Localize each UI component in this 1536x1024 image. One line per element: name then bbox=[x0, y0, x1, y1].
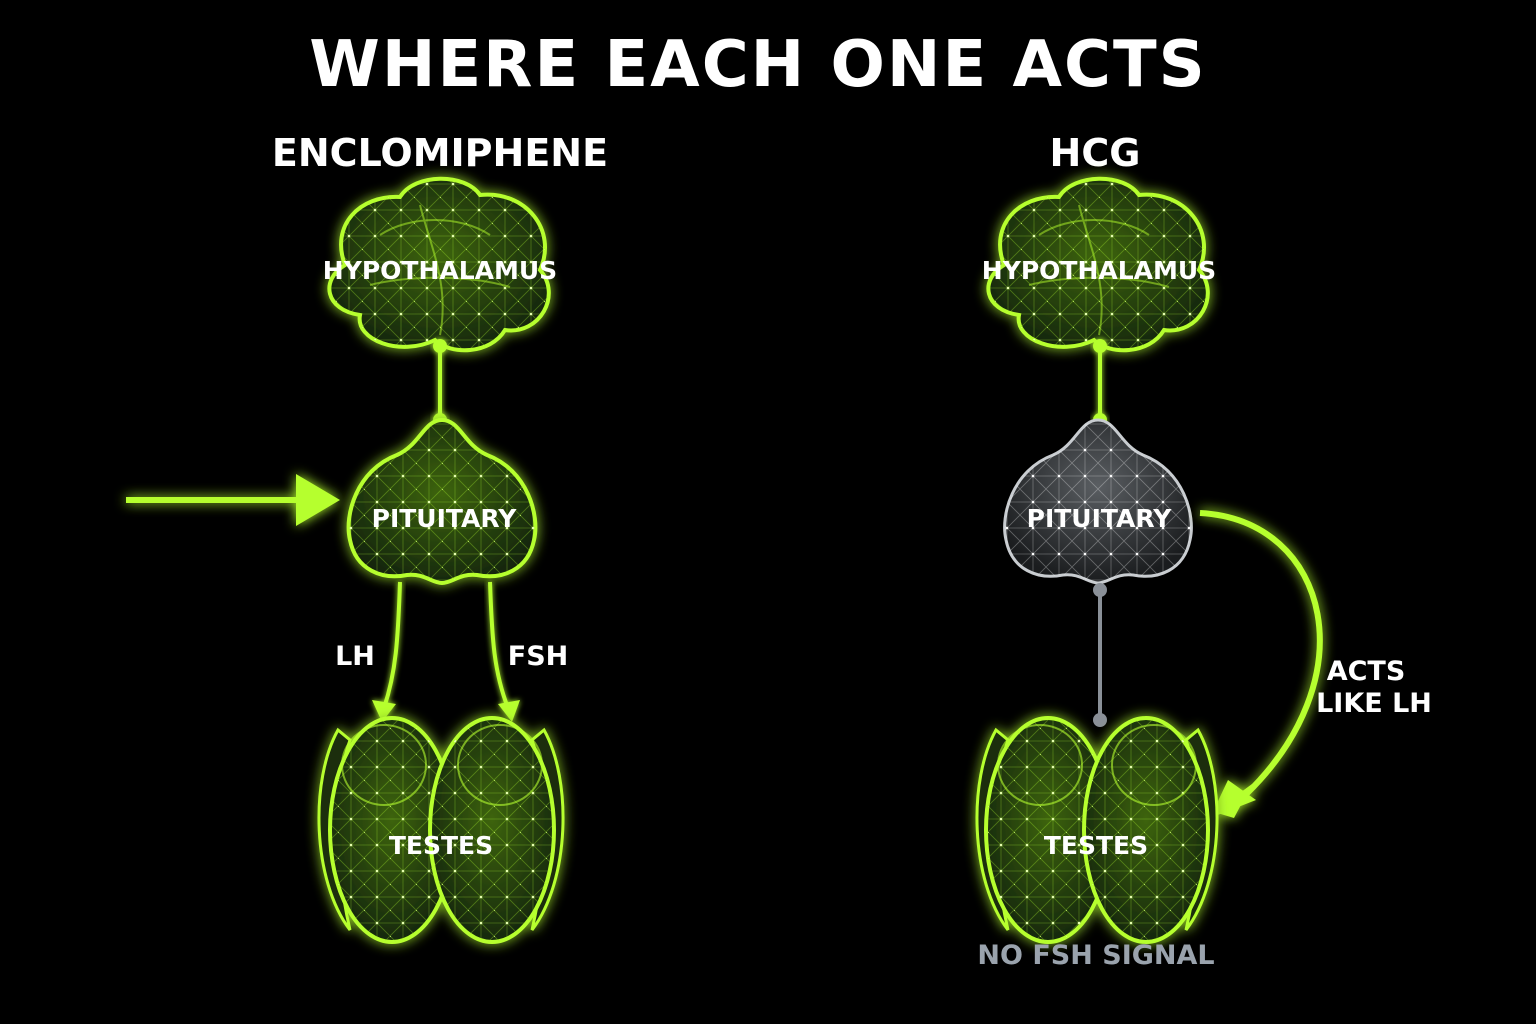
fsh-label: FSH bbox=[508, 641, 569, 672]
acts-like-lh-label-line2: LIKE LH bbox=[1316, 688, 1432, 719]
enclomiphene-heading: ENCLOMIPHENE bbox=[272, 131, 608, 175]
hypothalamus-label-right: HYPOTHALAMUS bbox=[982, 256, 1216, 285]
hypothalamus-brain-left bbox=[327, 176, 551, 353]
pituitary-label-right: PITUITARY bbox=[1027, 504, 1173, 533]
enclomiphene-column: ENCLOMIPHENE HYPOTHALAMUS PITUITARY bbox=[126, 131, 608, 944]
hcg-heading: HCG bbox=[1050, 131, 1141, 175]
hypothalamus-brain-right bbox=[986, 176, 1210, 353]
page-title: WHERE EACH ONE ACTS bbox=[309, 28, 1206, 102]
pituitary-gland-right-inactive bbox=[1003, 418, 1193, 585]
testes-label-right: TESTES bbox=[1044, 831, 1148, 860]
hcg-column: HCG HYPOTHALAMUS PITUITARY bbox=[975, 131, 1432, 971]
pituitary-gland-left bbox=[346, 418, 538, 585]
no-fsh-signal-label: NO FSH SIGNAL bbox=[977, 940, 1214, 971]
fsh-arrow bbox=[488, 581, 520, 722]
lh-arrow bbox=[372, 581, 402, 722]
hypothalamus-label-left: HYPOTHALAMUS bbox=[323, 256, 557, 285]
acts-like-lh-label-line1: ACTS bbox=[1327, 656, 1406, 687]
pituitary-label-left: PITUITARY bbox=[372, 504, 518, 533]
enclomiphene-action-arrow bbox=[126, 474, 340, 526]
hcg-acts-like-lh-arrow bbox=[1199, 510, 1323, 818]
testes-label-left: TESTES bbox=[389, 831, 493, 860]
testes-left bbox=[317, 716, 565, 944]
no-fsh-connector bbox=[1093, 583, 1107, 727]
testes-right bbox=[975, 716, 1219, 944]
hypothalamus-pituitary-connector-left bbox=[433, 339, 447, 427]
lh-label: LH bbox=[335, 641, 375, 672]
hypothalamus-pituitary-connector-right bbox=[1093, 339, 1107, 427]
